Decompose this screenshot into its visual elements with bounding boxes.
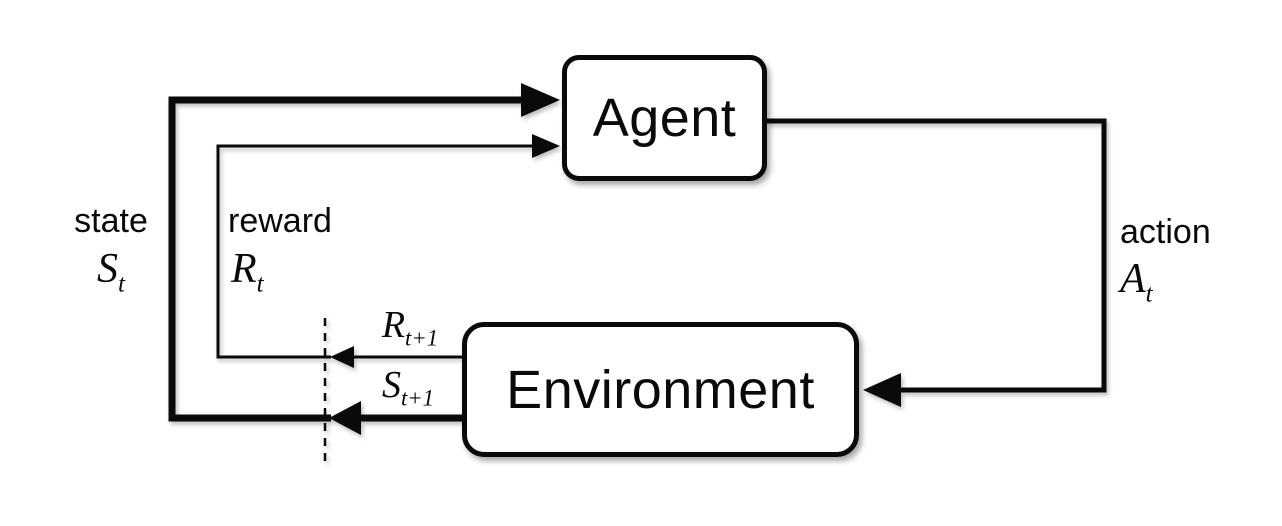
environment-box: Environment: [462, 322, 859, 457]
action-loop-line: [766, 118, 1107, 393]
agent-box: Agent: [562, 55, 767, 181]
state-label: state: [74, 202, 148, 240]
reward-label: reward: [228, 202, 332, 240]
action-label: action: [1120, 213, 1211, 251]
state-loop-line: [168, 96, 524, 422]
next-state-symbol-subscript: t+1: [400, 385, 435, 411]
agent-box-label: Agent: [592, 88, 737, 148]
next-state-arrowhead: [329, 401, 361, 435]
next-reward-symbol: Rt+1: [358, 303, 462, 349]
state-symbol-subscript: t: [118, 270, 125, 298]
next-reward-arrowhead: [330, 346, 354, 368]
reward-symbol-subscript: t: [256, 270, 264, 298]
action-symbol-subscript: t: [1145, 280, 1153, 308]
reward-arrowhead: [532, 134, 560, 158]
environment-box-label: Environment: [506, 359, 815, 420]
state-symbol: St: [58, 245, 164, 296]
next-state-symbol-letter: S: [381, 364, 401, 406]
action-symbol-letter: A: [1120, 256, 1146, 302]
reward-loop-line: [216, 144, 534, 359]
next-reward-symbol-letter: R: [381, 304, 406, 346]
action-arrowhead: [863, 373, 901, 407]
state-arrowhead: [521, 83, 560, 117]
action-symbol: At: [1120, 255, 1153, 306]
next-state-symbol: St+1: [356, 363, 460, 409]
state-symbol-letter: S: [97, 246, 118, 292]
reward-symbol: Rt: [231, 245, 264, 296]
next-reward-symbol-subscript: t+1: [405, 325, 439, 351]
reward-symbol-letter: R: [231, 246, 257, 292]
